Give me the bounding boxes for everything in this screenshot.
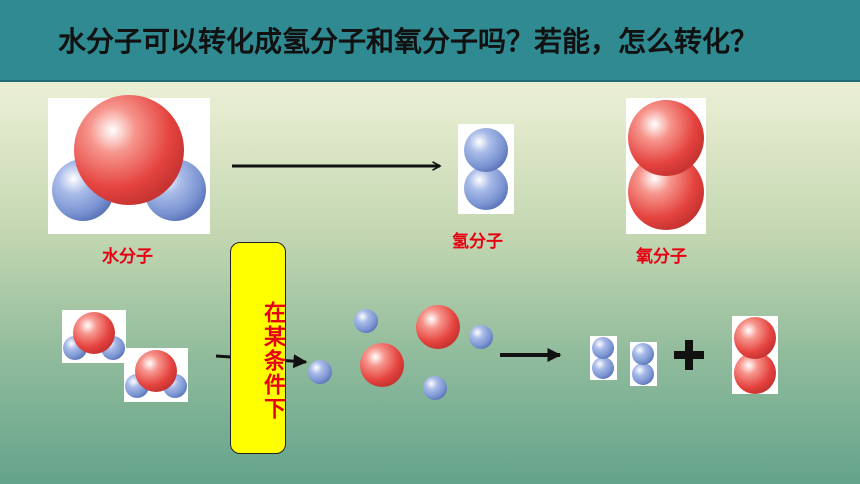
hydrogen-molecule (464, 128, 508, 210)
oxygen-atom (734, 317, 776, 359)
plus-sign (674, 340, 704, 370)
oxygen-atom (416, 305, 460, 349)
hydrogen-atom (464, 128, 508, 172)
water-molecule-small (125, 350, 187, 398)
slide-title: 水分子可以转化成氢分子和氧分子吗？若能，怎么转化？ (58, 25, 759, 58)
oxygen-atom (734, 352, 776, 394)
oxygen-atom (73, 312, 115, 354)
oxygen-atom (360, 343, 404, 387)
hydrogen-atom (632, 343, 654, 365)
reaction-condition-text: 在某条件下 (260, 301, 285, 421)
water-molecule-large (52, 95, 206, 221)
water-molecule-small (63, 312, 125, 360)
product-oxygen-molecule (734, 317, 776, 394)
reaction-condition-box: 在某条件下 (230, 242, 286, 454)
hydrogen-atom (632, 363, 654, 385)
hydrogen-atom (592, 357, 614, 379)
oxygen-molecule (628, 100, 704, 230)
product-hydrogen-molecule (632, 343, 654, 385)
product-hydrogen-molecule (592, 337, 614, 379)
slide-header: 水分子可以转化成氢分子和氧分子吗？若能，怎么转化？ (0, 0, 860, 82)
hydrogen-molecule-label: 氢分子 (452, 232, 503, 252)
hydrogen-atom (423, 376, 447, 400)
hydrogen-atom (592, 337, 614, 359)
oxygen-atom (628, 154, 704, 230)
oxygen-atom (74, 95, 184, 205)
hydrogen-atom (464, 166, 508, 210)
hydrogen-atom (354, 309, 378, 333)
separated-atoms (308, 305, 493, 400)
water-molecule-label: 水分子 (102, 247, 153, 267)
oxygen-atom (135, 350, 177, 392)
hydrogen-atom (469, 325, 493, 349)
oxygen-atom (628, 100, 704, 176)
oxygen-molecule-label: 氧分子 (636, 247, 687, 267)
hydrogen-atom (308, 360, 332, 384)
